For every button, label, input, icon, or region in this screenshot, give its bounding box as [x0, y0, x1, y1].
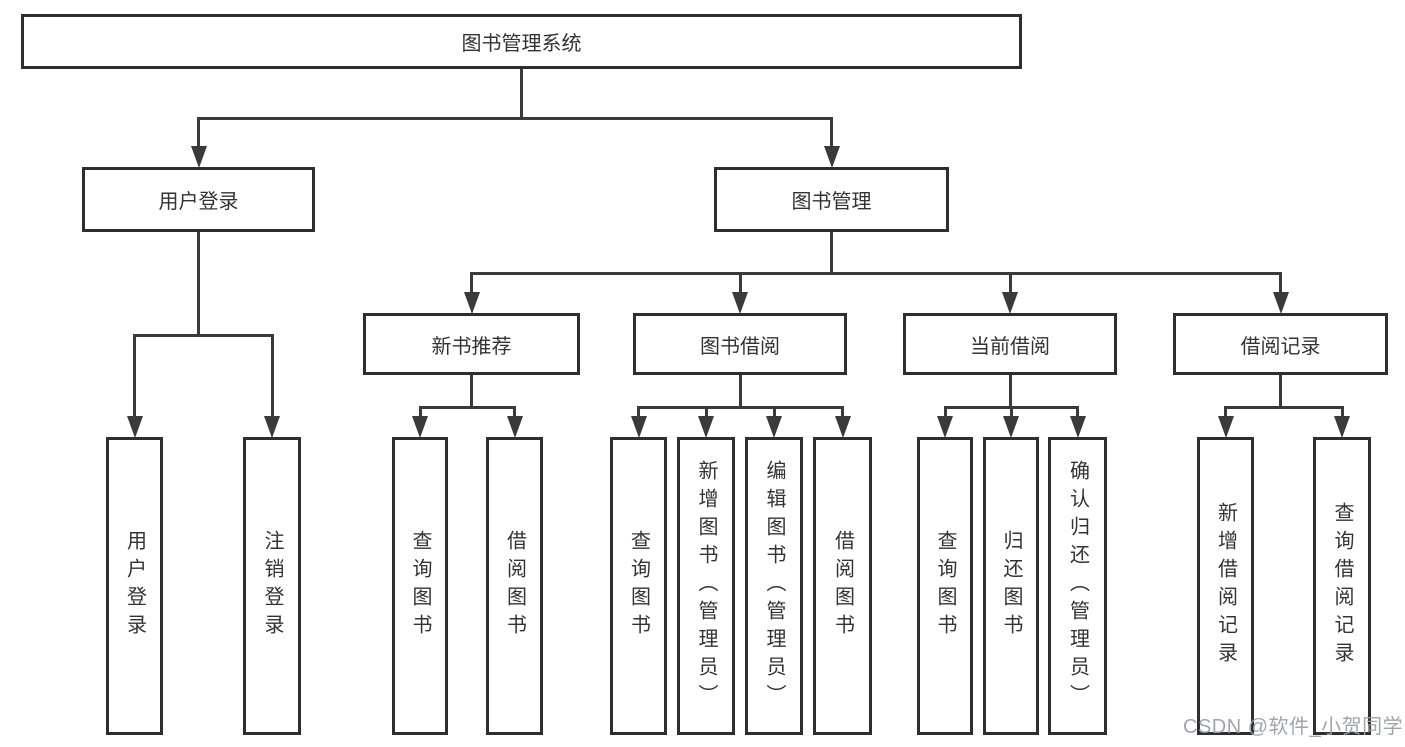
connector-line	[830, 231, 833, 273]
connector-arrowhead-icon	[698, 416, 714, 438]
node-cb-query: 查询图书	[917, 437, 973, 735]
node-label: 确认归还（管理员）	[1066, 460, 1089, 712]
node-label: 新增图书（管理员）	[695, 460, 717, 712]
connector-line	[470, 271, 1282, 275]
connector-line	[1008, 273, 1012, 295]
connector-line	[1008, 374, 1012, 407]
node-login: 用户登录	[106, 437, 163, 735]
node-bb-query: 查询图书	[610, 437, 667, 735]
node-logout: 注销登录	[243, 437, 301, 735]
connector-line	[197, 116, 833, 120]
connector-line	[704, 407, 708, 419]
connector-line	[520, 68, 523, 118]
connector-line	[197, 231, 200, 335]
connector-line	[418, 405, 516, 409]
node-label: 查询图书	[409, 530, 431, 642]
connector-line	[738, 273, 742, 295]
node-label: 当前借阅	[970, 335, 1050, 358]
node-current-borrow: 当前借阅	[903, 313, 1117, 375]
node-user-login: 用户登录	[82, 167, 315, 232]
connector-line	[197, 118, 200, 149]
connector-line	[1224, 407, 1227, 419]
connector-line	[1279, 273, 1282, 295]
connector-arrowhead-icon	[834, 416, 851, 438]
connector-arrowhead-icon	[937, 416, 953, 438]
connector-line	[470, 374, 473, 407]
node-label: 新增借阅记录	[1214, 502, 1237, 670]
connector-arrowhead-icon	[506, 416, 523, 438]
node-label: 查询借阅记录	[1331, 502, 1353, 670]
node-label: 图书借阅	[700, 335, 780, 358]
connector-arrowhead-icon	[264, 416, 280, 438]
connector-arrowhead-icon	[766, 416, 782, 438]
connector-arrowhead-icon	[1217, 416, 1234, 438]
node-book-mgmt: 图书管理	[714, 167, 949, 232]
connector-line	[470, 273, 473, 295]
connector-line	[1076, 407, 1079, 419]
connector-arrowhead-icon	[823, 146, 840, 168]
node-new-rec: 新书推荐	[363, 313, 580, 375]
connector-arrowhead-icon	[412, 416, 428, 438]
connector-arrowhead-icon	[1334, 416, 1350, 438]
node-nr-query: 查询图书	[392, 437, 448, 735]
node-label: 借阅记录	[1240, 335, 1321, 358]
connector-line	[1009, 407, 1013, 419]
connector-line	[1340, 407, 1344, 419]
connector-line	[637, 407, 640, 419]
node-br-add: 新增借阅记录	[1197, 437, 1254, 735]
connector-line	[513, 407, 516, 419]
node-nr-borrow: 借阅图书	[486, 437, 543, 735]
node-cb-confirm: 确认归还（管理员）	[1048, 437, 1107, 735]
connector-arrowhead-icon	[1002, 292, 1018, 314]
connector-line	[943, 407, 947, 419]
connector-arrowhead-icon	[1069, 416, 1086, 438]
node-cb-return: 归还图书	[983, 437, 1039, 735]
node-br-query: 查询借阅记录	[1313, 437, 1371, 735]
node-label: 归还图书	[1000, 530, 1022, 642]
connector-line	[841, 407, 844, 419]
node-label: 注销登录	[261, 530, 283, 642]
connector-arrowhead-icon	[1272, 292, 1289, 314]
node-label: 借阅图书	[831, 530, 854, 642]
node-bb-edit: 编辑图书（管理员）	[745, 437, 803, 735]
connector-arrowhead-icon	[1003, 416, 1019, 438]
connector-line	[1224, 405, 1344, 409]
node-label: 图书管理系统	[461, 33, 582, 55]
watermark: CSDN @软件_小贺同学	[1183, 716, 1404, 738]
connector-line	[830, 118, 833, 149]
node-label: 查询图书	[934, 530, 956, 642]
node-label: 新书推荐	[431, 335, 512, 358]
connector-arrowhead-icon	[126, 416, 143, 438]
node-bb-borrow: 借阅图书	[813, 437, 872, 735]
node-label: 用户登录	[123, 530, 146, 642]
node-root: 图书管理系统	[21, 14, 1022, 69]
connector-line	[1279, 374, 1282, 407]
connector-arrowhead-icon	[463, 292, 480, 314]
connector-line	[418, 407, 422, 419]
node-label: 借阅图书	[503, 530, 526, 642]
node-label: 图书管理	[791, 191, 872, 213]
connector-arrowhead-icon	[190, 146, 207, 168]
node-bb-add: 新增图书（管理员）	[677, 437, 735, 735]
connector-arrowhead-icon	[732, 292, 748, 314]
connector-arrowhead-icon	[630, 416, 647, 438]
connector-line	[133, 335, 136, 419]
node-label: 查询图书	[627, 530, 650, 642]
node-borrow-record: 借阅记录	[1173, 313, 1388, 375]
node-book-borrow: 图书借阅	[633, 313, 847, 375]
node-label: 用户登录	[158, 191, 239, 213]
connector-line	[738, 374, 742, 407]
connector-line	[270, 335, 274, 419]
connector-line	[637, 405, 844, 409]
connector-line	[772, 407, 776, 419]
node-label: 编辑图书（管理员）	[763, 460, 785, 712]
connector-line	[133, 333, 274, 337]
